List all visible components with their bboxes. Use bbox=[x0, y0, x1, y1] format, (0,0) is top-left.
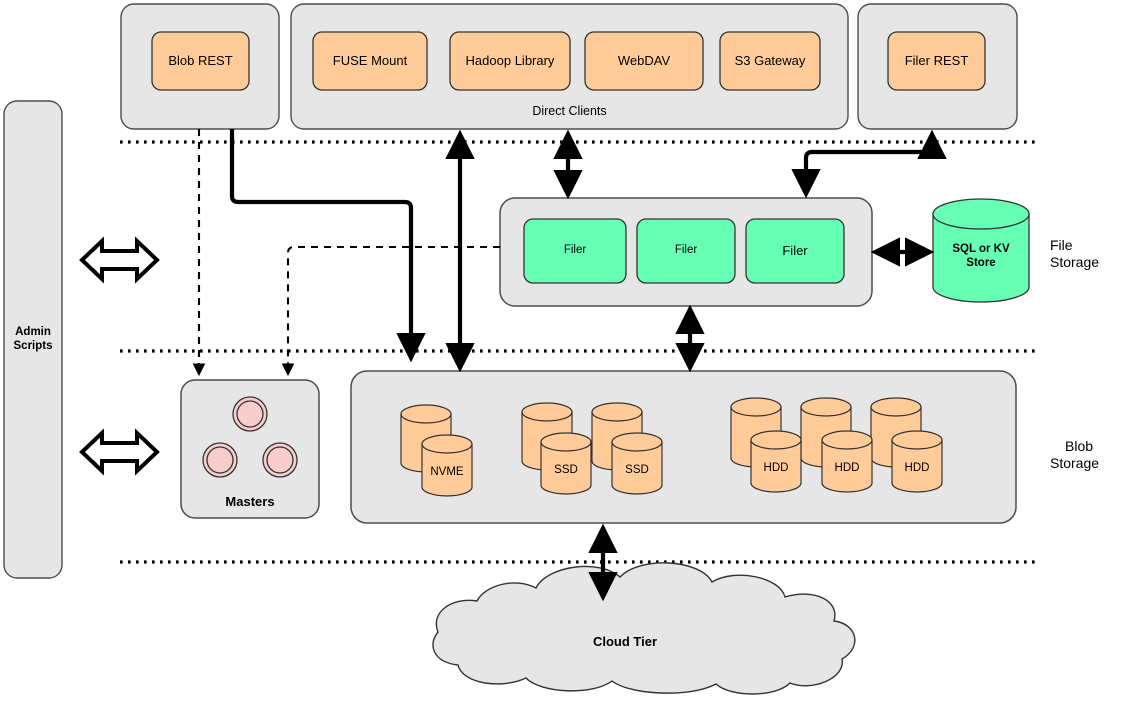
label-blob-storage-line2: Storage bbox=[1050, 455, 1100, 471]
label-direct-clients: Direct Clients bbox=[532, 104, 607, 118]
label-s3-gateway: S3 Gateway bbox=[734, 53, 806, 68]
connector-filer-to-masters bbox=[281, 245, 500, 377]
label-admin-scripts-line1: Admin bbox=[15, 326, 51, 338]
connector-admin-to-file-storage bbox=[79, 236, 160, 284]
label-hdd-3: HDD bbox=[904, 462, 930, 474]
volume-hdd-front-2[interactable] bbox=[821, 430, 873, 493]
connector-filer-rest-to-filer bbox=[791, 129, 947, 199]
node-fuse-mount[interactable] bbox=[312, 31, 428, 91]
master-replica-3 bbox=[262, 442, 298, 478]
label-filer-rest: Filer REST bbox=[904, 53, 969, 68]
label-metadata-store-line1: SQL or KV bbox=[952, 243, 1010, 255]
node-blob-rest[interactable] bbox=[151, 31, 250, 91]
volume-hdd-front-3[interactable] bbox=[891, 430, 943, 493]
label-metadata-store-line2: Store bbox=[966, 257, 996, 269]
label-webdav: WebDAV bbox=[617, 53, 671, 68]
label-hadoop-library: Hadoop Library bbox=[465, 53, 555, 68]
label-masters: Masters bbox=[225, 494, 275, 509]
label-cloud-tier: Cloud Tier bbox=[592, 634, 658, 649]
label-ssd-1: SSD bbox=[554, 464, 578, 476]
label-file-storage-line2: Storage bbox=[1050, 254, 1100, 270]
label-hdd-1: HDD bbox=[763, 462, 789, 474]
label-blob-rest: Blob REST bbox=[168, 53, 233, 68]
masters-panel[interactable] bbox=[180, 379, 320, 519]
node-filer-1[interactable] bbox=[523, 218, 627, 284]
admin-scripts-panel[interactable] bbox=[3, 100, 63, 579]
master-replica-1 bbox=[232, 396, 268, 432]
label-admin-scripts-line2: Scripts bbox=[13, 340, 53, 352]
label-filer-1: Filer bbox=[563, 244, 587, 256]
cloud-tier-shape[interactable] bbox=[432, 562, 856, 695]
connector-blob-rest-to-blob-storage bbox=[229, 129, 426, 363]
metadata-store-cylinder[interactable] bbox=[932, 198, 1030, 303]
label-blob-storage-line1: Blob bbox=[1065, 438, 1094, 454]
label-file-storage-line1: File bbox=[1050, 237, 1073, 253]
volume-ssd-front-2[interactable] bbox=[611, 432, 663, 495]
node-filer-3[interactable] bbox=[745, 218, 845, 284]
label-filer-2: Filer bbox=[674, 244, 698, 256]
volume-nvme-front-1[interactable] bbox=[421, 434, 473, 497]
label-hdd-2: HDD bbox=[834, 462, 860, 474]
master-replica-2 bbox=[202, 442, 238, 478]
volume-hdd-front-1[interactable] bbox=[750, 430, 802, 493]
label-fuse-mount: FUSE Mount bbox=[332, 53, 408, 68]
node-hadoop-library[interactable] bbox=[449, 31, 571, 91]
volume-ssd-front-1[interactable] bbox=[540, 432, 592, 495]
node-filer-rest[interactable] bbox=[887, 31, 986, 91]
node-webdav[interactable] bbox=[584, 31, 704, 91]
label-nvme: NVME bbox=[430, 466, 464, 478]
connector-admin-to-blob-storage bbox=[79, 428, 160, 476]
node-s3-gateway[interactable] bbox=[719, 31, 821, 91]
label-filer-3: Filer bbox=[782, 243, 808, 258]
label-ssd-2: SSD bbox=[625, 464, 649, 476]
node-filer-2[interactable] bbox=[636, 218, 736, 284]
